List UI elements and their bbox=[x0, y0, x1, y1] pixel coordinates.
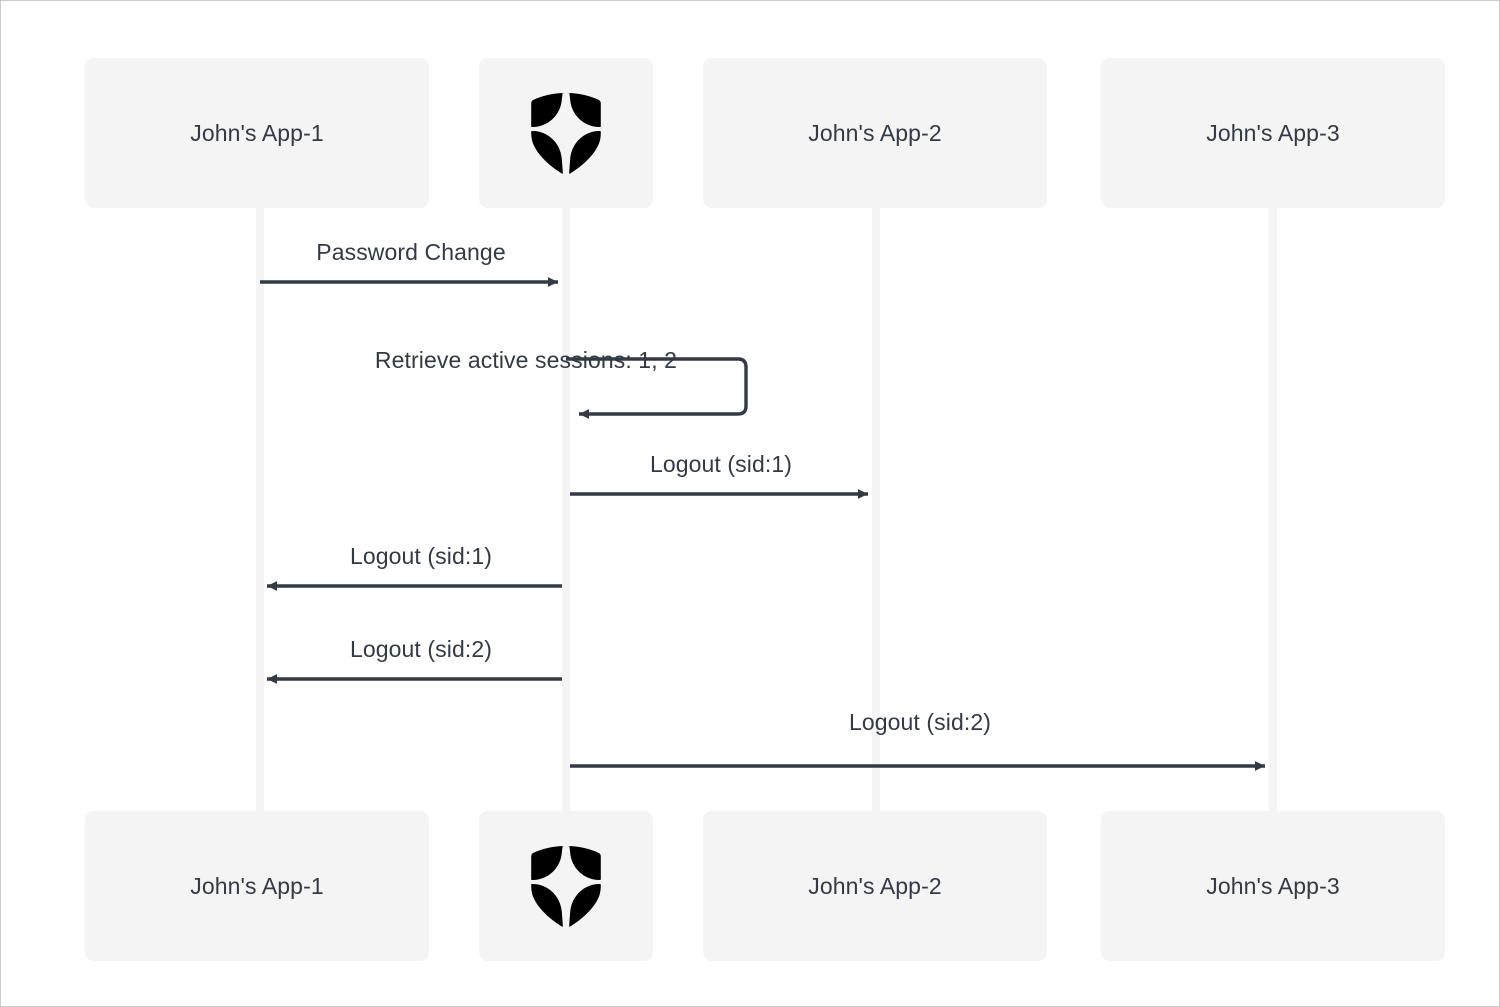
participant-header-app2-label: John's App-2 bbox=[808, 119, 942, 146]
participant-header-app1-label: John's App-1 bbox=[190, 119, 324, 146]
message-label-5: Logout (sid:2) bbox=[349, 636, 493, 662]
participant-footer-app3[interactable]: John's App-3 bbox=[1101, 811, 1445, 961]
participant-footer-idp[interactable] bbox=[479, 811, 653, 961]
lifeline-app1 bbox=[256, 206, 264, 813]
participant-footer-app2[interactable]: John's App-2 bbox=[703, 811, 1047, 961]
message-label-6: Logout (sid:2) bbox=[848, 709, 992, 735]
message-label-1: Password Change bbox=[316, 239, 506, 265]
participant-header-idp[interactable] bbox=[479, 58, 653, 208]
message-label-2: Retrieve active sessions: 1, 2 bbox=[374, 347, 678, 373]
participant-footer-app1[interactable]: John's App-1 bbox=[85, 811, 429, 961]
lifeline-app3 bbox=[1269, 206, 1277, 813]
message-label-3: Logout (sid:1) bbox=[649, 451, 793, 477]
participant-header-app3-label: John's App-3 bbox=[1206, 119, 1340, 146]
participant-header-app3[interactable]: John's App-3 bbox=[1101, 58, 1445, 208]
participant-header-app1[interactable]: John's App-1 bbox=[85, 58, 429, 208]
participant-footer-app1-label: John's App-1 bbox=[190, 872, 324, 899]
shield-icon bbox=[528, 842, 604, 930]
participant-footer-app2-label: John's App-2 bbox=[808, 872, 942, 899]
participant-footer-app3-label: John's App-3 bbox=[1206, 872, 1340, 899]
shield-icon bbox=[528, 89, 604, 177]
lifeline-app2 bbox=[872, 206, 880, 813]
lifeline-idp bbox=[562, 206, 570, 813]
participant-header-app2[interactable]: John's App-2 bbox=[703, 58, 1047, 208]
message-label-4: Logout (sid:1) bbox=[349, 543, 493, 569]
